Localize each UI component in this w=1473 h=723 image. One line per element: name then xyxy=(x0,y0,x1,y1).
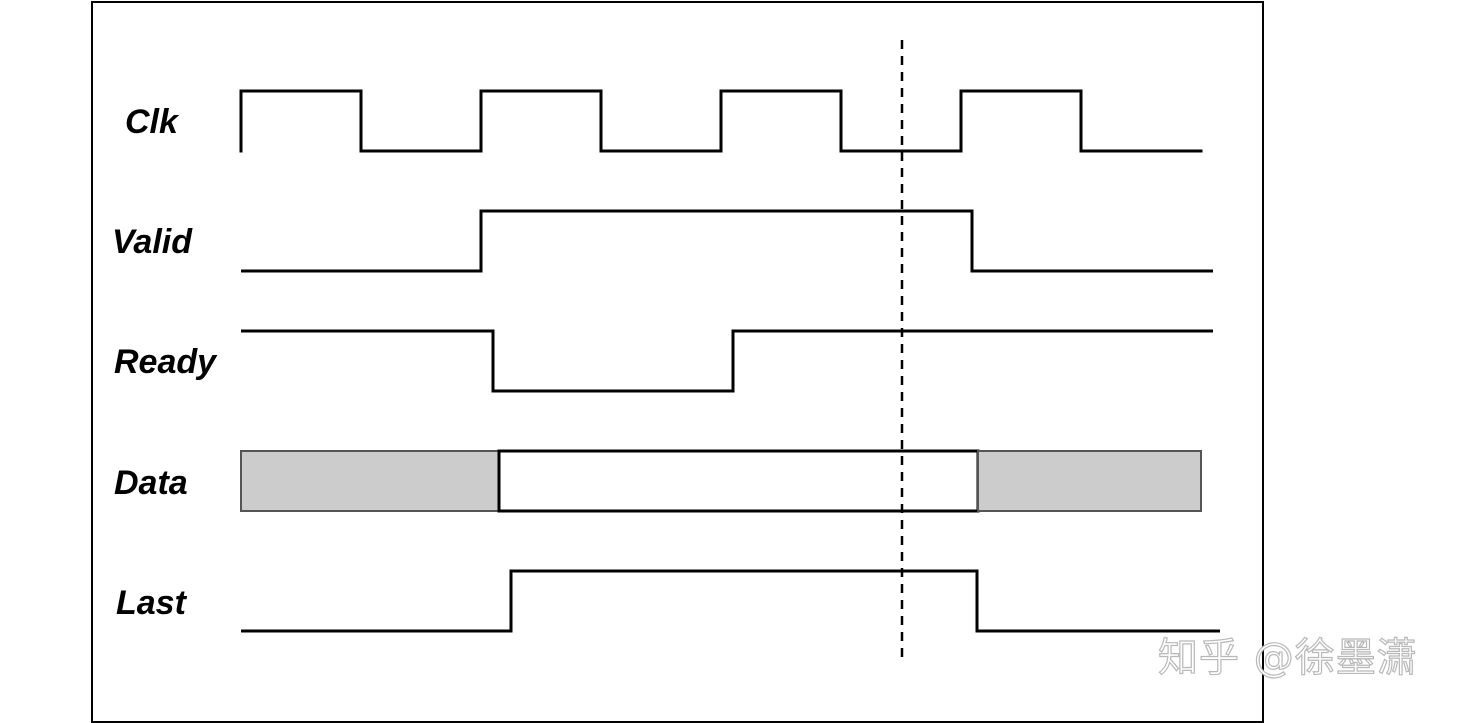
valid-label: Valid xyxy=(112,223,192,261)
data-invalid-segment-1 xyxy=(240,450,500,512)
last-label: Last xyxy=(116,584,186,622)
diagram-frame xyxy=(91,1,1264,723)
data-label: Data xyxy=(114,464,188,502)
ready-waveform xyxy=(241,329,1213,393)
valid-waveform xyxy=(241,209,1213,273)
data-invalid-segment-2 xyxy=(977,450,1202,512)
clk-waveform xyxy=(239,89,1203,153)
watermark-text: 知乎 @徐墨潇 xyxy=(1157,635,1418,681)
ready-label: Ready xyxy=(114,343,217,381)
last-waveform xyxy=(241,569,1220,633)
clk-label: Clk xyxy=(125,103,178,141)
data-valid-segment xyxy=(497,449,980,513)
